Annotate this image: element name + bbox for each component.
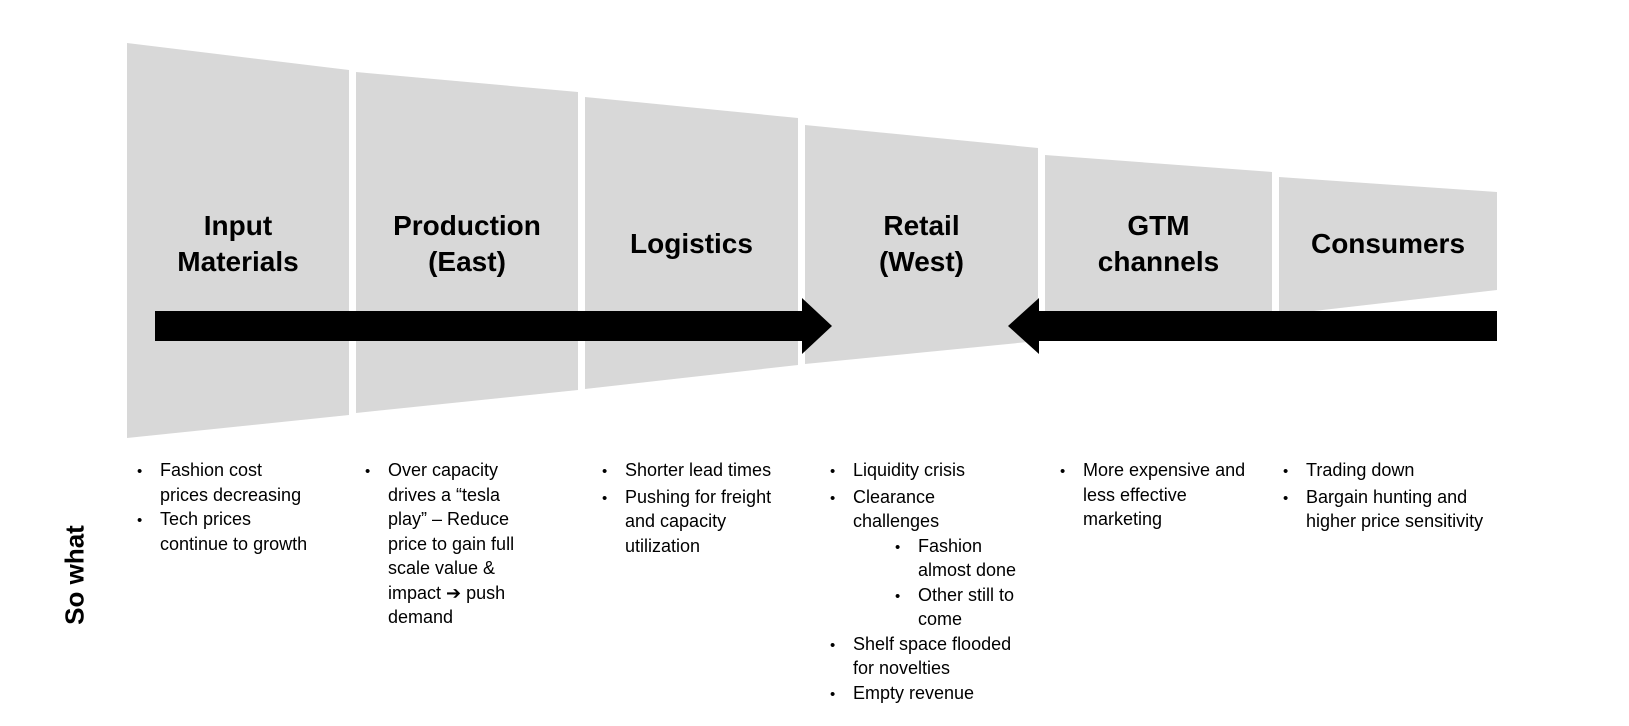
- list-item: Liquidity crisis: [830, 458, 1023, 485]
- bullet-text: Liquidity crisis: [853, 460, 966, 480]
- bullet-icon: [1283, 485, 1306, 534]
- bullet-text: Shorter lead times: [625, 460, 772, 480]
- bullet-text: Over capacity drives a “tesla play” – Re…: [388, 460, 515, 627]
- segment-label-production-east: Production (East): [356, 194, 578, 294]
- segment-label-text: Input Materials: [177, 209, 299, 277]
- list-item: Bargain hunting and higher price sensiti…: [1283, 485, 1496, 534]
- list-item: Tech prices continue to growth: [137, 507, 308, 556]
- so-what-label: So what: [59, 525, 90, 625]
- bullets-input-materials: Fashion cost prices decreasing Tech pric…: [137, 458, 308, 556]
- list-item: Shelf space flooded for novelties: [830, 632, 1023, 681]
- segment-label-text: GTM channels: [1097, 209, 1220, 277]
- funnel-segment-consumers: [1279, 177, 1497, 315]
- bullet-text: More expensive and less effective market…: [1083, 460, 1246, 529]
- list-item: Empty revenue: [830, 681, 1023, 708]
- list-item: More expensive and less effective market…: [1060, 458, 1255, 532]
- bullet-icon: [365, 458, 388, 630]
- list-item: Over capacity drives a “tesla play” – Re…: [365, 458, 533, 630]
- segment-label-text: Retail (West): [878, 209, 965, 277]
- bullet-text: Fashion cost prices decreasing: [160, 460, 302, 505]
- segment-label-gtm-channels: GTM channels: [1045, 194, 1272, 294]
- segment-label-retail-west: Retail (West): [805, 194, 1038, 294]
- push-arrow-right-icon: [802, 298, 832, 354]
- bullets-consumers: Trading down Bargain hunting and higher …: [1283, 458, 1496, 534]
- bullet-icon: [895, 534, 918, 583]
- funnel-segment-production-east: [356, 72, 578, 413]
- bullet-text: Fashion almost done: [918, 535, 1017, 581]
- segment-label-text: Production (East): [393, 209, 541, 277]
- bullet-text: Clearance challenges: [853, 486, 940, 532]
- bullet-icon: [1060, 458, 1083, 532]
- bullet-icon: [602, 485, 625, 559]
- bullet-text: Other still to come: [918, 584, 1015, 630]
- push-arrow-shaft: [155, 311, 802, 341]
- bullet-icon: [137, 507, 160, 556]
- list-item: Shorter lead times: [602, 458, 793, 485]
- bullet-text: Trading down: [1306, 460, 1415, 480]
- pull-arrow-shaft: [1039, 311, 1497, 341]
- segment-label-logistics: Logistics: [585, 194, 798, 294]
- pull-arrow-left-icon: [1008, 298, 1039, 354]
- list-item: Trading down: [1283, 458, 1496, 485]
- bullet-icon: [895, 583, 918, 632]
- bullet-icon: [137, 458, 160, 507]
- funnel-segment-retail-west: [805, 125, 1038, 364]
- bullet-text: Pushing for freight and capacity utiliza…: [625, 486, 772, 556]
- list-subitem: Other still to come: [895, 583, 1023, 632]
- segment-label-input-materials: Input Materials: [127, 194, 349, 294]
- list-subitem: Fashion almost done: [895, 534, 1023, 583]
- bullet-icon: [830, 632, 853, 681]
- bullets-retail-west: Liquidity crisis Clearance challenges Fa…: [830, 458, 1023, 707]
- bullet-text: Bargain hunting and higher price sensiti…: [1306, 486, 1484, 532]
- bullet-icon: [830, 458, 853, 485]
- funnel-segment-input-materials: [127, 43, 349, 438]
- bullets-logistics: Shorter lead times Pushing for freight a…: [602, 458, 793, 558]
- bullet-icon: [602, 458, 625, 485]
- funnel-segment-gtm-channels: [1045, 155, 1272, 335]
- list-item: Pushing for freight and capacity utiliza…: [602, 485, 793, 559]
- bullets-gtm-channels: More expensive and less effective market…: [1060, 458, 1255, 532]
- list-item: Clearance challenges: [830, 485, 1023, 534]
- bullets-production-east: Over capacity drives a “tesla play” – Re…: [365, 458, 533, 630]
- segment-label-text: Consumers: [1310, 227, 1466, 259]
- bullet-icon: [830, 681, 853, 708]
- segment-label-text: Logistics: [630, 227, 753, 259]
- bullet-icon: [830, 485, 853, 534]
- bullet-text: Empty revenue: [853, 682, 975, 703]
- list-item: Fashion cost prices decreasing: [137, 458, 308, 507]
- segment-label-consumers: Consumers: [1279, 194, 1497, 294]
- bullet-icon: [1283, 458, 1306, 485]
- bullet-text: Shelf space flooded for novelties: [853, 633, 1012, 679]
- bullet-text: Tech prices continue to growth: [160, 509, 308, 554]
